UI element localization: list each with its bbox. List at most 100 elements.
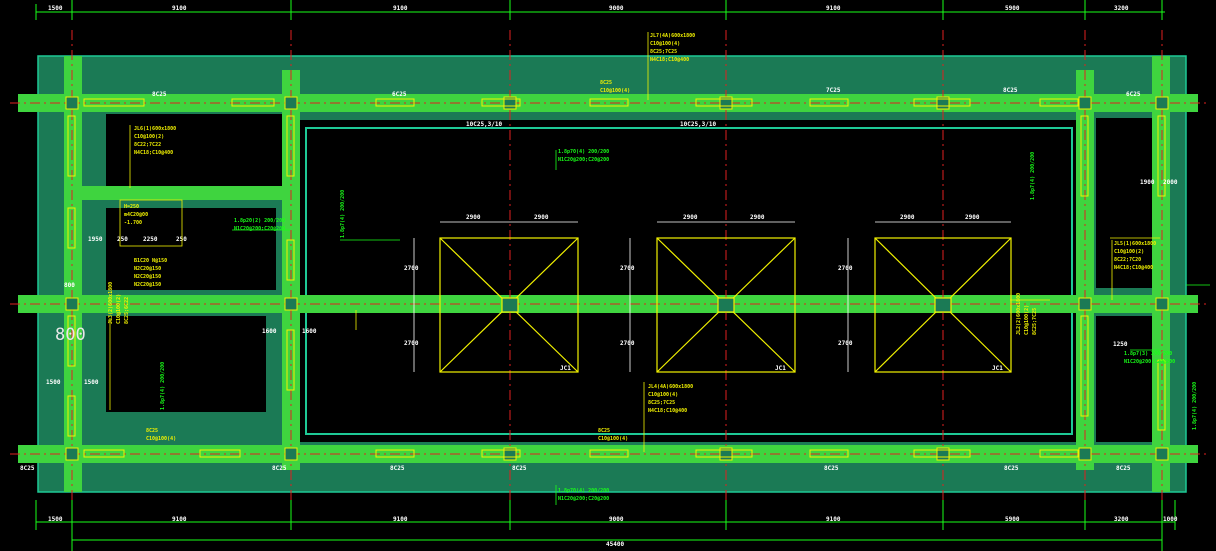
top-dimension-chain	[35, 0, 1165, 20]
side-dim-1500b: 1500	[84, 379, 99, 386]
rebar-label-10: 8C25	[512, 465, 527, 472]
top-dim-2: 9100	[172, 5, 187, 12]
beam-mid-left-1: JL3(2)600x1800	[108, 282, 114, 324]
rebar-label-13: 8C25	[1116, 465, 1131, 472]
beam-bottom-annotation: JL4(4A)600x1800 C10@100(4) 8C25;7C25 N4C…	[146, 384, 693, 442]
rebar-label-4: 8C25	[1003, 87, 1018, 94]
rebar-markers	[67, 98, 1166, 458]
rebar-label-2: 6C25	[392, 91, 407, 98]
top-dim-5: 9100	[826, 5, 841, 12]
pit-2-side-b: 2700	[620, 340, 635, 347]
slab-note-3: 1.8p70(4) 200/200	[558, 488, 609, 494]
pit-2-dim-b: 2900	[750, 214, 765, 221]
total-dim: 45400	[606, 541, 624, 548]
side-dim-250a: 250	[117, 236, 128, 243]
top-dimension-texts: 1500 9100 9100 9000 9100 5900 3200	[48, 5, 1129, 12]
slab-note-2: N1C20@200;C20@200	[558, 157, 609, 163]
bottom-dimension-chain	[35, 500, 1176, 551]
beam-mid-annotations: JL3(2)600x1800 C10@100(2) 8C25;6C22 JL2(…	[108, 282, 1038, 335]
beam-mid-left-3: 8C25;6C22	[124, 297, 130, 324]
pit-2-tag: JC1	[775, 365, 786, 372]
bottom-dim-3: 9100	[393, 516, 408, 523]
pit-1-tag: JC1	[560, 365, 571, 372]
slab-notes: 1.8p70(4) 200/200 N1C20@200;C20@200 1.8p…	[160, 149, 1198, 502]
beam-bottom-side-3: 8C25	[146, 428, 158, 434]
beam-right-line-3: 8C22;7C20	[1114, 257, 1141, 263]
rebar-label-5: 6C25	[1126, 91, 1141, 98]
pit-2-side-a: 2700	[620, 265, 635, 272]
side-dim-2250: 2250	[143, 236, 158, 243]
slab-note-6: N1C20@200;C20@200	[234, 226, 285, 232]
beam-left-line-2: C10@100(2)	[134, 134, 164, 140]
pit-1	[439, 237, 579, 373]
side-dim-1250: 1250	[1113, 341, 1128, 348]
pit-3-dim-a: 2900	[900, 214, 915, 221]
pit-note-2: N2C20@150	[134, 266, 161, 272]
slab-note-10: 1.8p7(4) 200/200	[160, 362, 166, 410]
elevation-line-3: -1.700	[124, 220, 142, 226]
rebar-label-1: 8C25	[152, 91, 167, 98]
beam-right-line-2: C10@100(2)	[1114, 249, 1144, 255]
elevation-line-2: m4C20@00	[124, 212, 148, 218]
beam-right-line-4: N4C18;C10@400	[1114, 265, 1153, 271]
top-dim-4: 9000	[609, 5, 624, 12]
top-dim-6: 5900	[1005, 5, 1020, 12]
beam-bottom-line-4: N4C18;C10@400	[648, 408, 687, 414]
side-dim-1500a: 1500	[46, 379, 61, 386]
side-dim-800: 800	[64, 282, 75, 289]
bottom-dim-7: 3200	[1114, 516, 1129, 523]
slab-note-8: N1C20@200;C20@200	[1124, 359, 1175, 365]
beam-mid-right-2: C10@100(2)	[1024, 305, 1030, 335]
beam-bottom-side-1: 8C25	[598, 428, 610, 434]
slab-note-11: 1.8p7(4) 200/200	[1030, 152, 1036, 200]
rebar-label-3: 7C25	[826, 87, 841, 94]
top-dim-7: 3200	[1114, 5, 1129, 12]
rebar-label-8: 8C25	[272, 465, 287, 472]
beam-mid-right-3: 8C25;7C25	[1032, 308, 1038, 335]
beam-mid-right-1: JL2(2)600x1800	[1016, 293, 1022, 335]
pit-2	[656, 237, 796, 373]
slab-note-7: 1.8p7(3) 200/200	[1124, 351, 1172, 357]
beam-bottom-line-1: JL4(4A)600x1800	[648, 384, 693, 390]
beam-right-line-1: JL5(1)600x1800	[1114, 241, 1156, 247]
slab-note-4: N1C20@200;C20@200	[558, 496, 609, 502]
beam-top-side-2: C10@100(4)	[600, 88, 630, 94]
bottom-dim-6: 5900	[1005, 516, 1020, 523]
rebar-label-texts: 8C25 6C25 7C25 8C25 6C25 10C25,3/10 10C2…	[20, 87, 1141, 472]
slab-note-5: 1.8p20(2) 200/200	[234, 218, 285, 224]
beam-left-line-4: N4C18;C10@400	[134, 150, 173, 156]
beam-left-line-1: JL6(1)600x1800	[134, 126, 176, 132]
bottom-dimension-texts: 1500 9100 9100 9000 9100 5900 3200 1000 …	[48, 516, 1178, 548]
pit-3-side-a: 2700	[838, 265, 853, 272]
beam-left-annotation: JL6(1)600x1800 C10@100(2) 8C22;7C22 N4C1…	[134, 126, 176, 156]
beam-bottom-side-2: C10@100(4)	[598, 436, 628, 442]
pit-2-dim-a: 2900	[683, 214, 698, 221]
pit-1-side-b: 2700	[404, 340, 419, 347]
beam-lines	[18, 56, 1198, 492]
side-dim-1950: 1950	[88, 236, 103, 243]
scale-label: 800	[55, 325, 86, 345]
beam-top-annotation: JL7(4A)600x1800 C10@100(4) 8C25;7C25 N4C…	[600, 33, 695, 94]
side-dim-1600a: 1600	[262, 328, 277, 335]
bottom-dim-1: 1500	[48, 516, 63, 523]
beam-mid-left-2: C10@100(2)	[116, 294, 122, 324]
elevation-line-1: H=250	[124, 204, 139, 210]
leader-lines	[109, 32, 1160, 452]
pit-3-side-b: 2700	[838, 340, 853, 347]
elevation-detail: H=250 m4C20@00 -1.700 B1C20 N@150 N2C20@…	[119, 199, 183, 288]
side-dim-1600b: 1600	[302, 328, 317, 335]
pit-3-dim-b: 2900	[965, 214, 980, 221]
footing-outline	[37, 55, 1187, 493]
bottom-dim-5: 9100	[826, 516, 841, 523]
rebar-label-6: 10C25,3/10	[466, 121, 503, 128]
pit-note-4: N2C20@150	[134, 282, 161, 288]
top-dim-1: 1500	[48, 5, 63, 12]
beam-bottom-line-2: C10@100(4)	[648, 392, 678, 398]
pit-1-side-a: 2700	[404, 265, 419, 272]
beam-top-line-2: C10@100(4)	[650, 41, 680, 47]
bottom-dim-2: 9100	[172, 516, 187, 523]
slab-note-1: 1.8p70(4) 200/200	[558, 149, 609, 155]
side-dim-2000: 2000	[1163, 179, 1178, 186]
bottom-dim-4: 9000	[609, 516, 624, 523]
beam-bottom-line-3: 8C25;7C25	[648, 400, 675, 406]
